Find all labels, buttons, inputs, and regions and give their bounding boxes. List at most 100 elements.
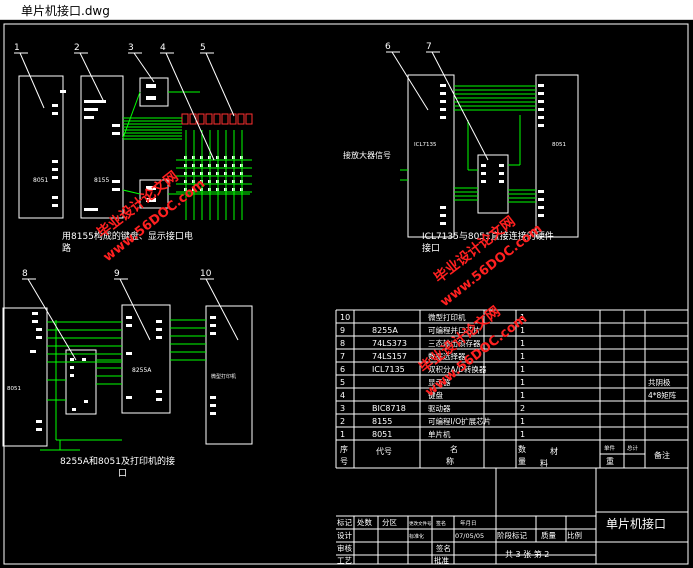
pin [538,84,544,87]
pin [499,164,504,167]
pin [52,168,58,171]
part-code: 74LS373 [372,339,407,348]
callout-number: 4 [160,43,166,53]
part-name: 三态输出锁存器 [428,338,481,348]
display-digit [205,113,213,125]
pin [36,420,42,423]
hdr-total: 总计 [627,444,639,452]
pin [84,100,106,103]
display-digit [181,113,189,125]
part-seq: 7 [340,352,345,361]
pin [126,396,132,399]
pin [52,196,58,199]
part-code: ICL7135 [372,365,405,374]
tb-date: 年月日 [460,519,477,527]
callout-leader [205,52,235,117]
callout-leader [19,52,45,109]
part-seq: 1 [340,430,345,439]
part-seq: 4 [340,391,345,400]
wires-top-right [400,85,536,203]
pin [210,316,216,319]
pin [538,108,544,111]
pin [84,116,94,119]
part-qty: 1 [520,339,525,348]
tb-sheets: 共 3 张 第 2 [505,549,549,559]
wires-bottom-left [40,319,206,451]
tb-standardize: 标准化 [409,533,424,540]
pin [210,404,216,407]
part-name: 微型打印机 [428,312,466,322]
hdr-qty-2: 量 [518,457,526,466]
chip-8051-b [535,74,579,238]
hdr-name-2: 称 [446,456,454,466]
drawing-viewport[interactable]: 8051 8155 ICL7135 8051 接放大器信号 8051 8255A… [0,20,693,568]
pin [538,214,544,217]
pin [481,172,486,175]
callout-number: 10 [200,269,212,279]
part-qty: 1 [520,365,525,374]
pin [210,324,216,327]
part-qty: 1 [520,352,525,361]
chip-8155-label: 8155 [94,177,109,184]
chip-8051-a-label: 8051 [33,177,48,184]
caption-top-right-2: 接口 [422,242,440,254]
hdr-note: 备注 [654,450,670,460]
callout-leader [165,52,215,161]
chip-74ls157 [477,154,509,214]
caption-top-left-2: 路 [62,242,71,254]
part-qty: 1 [520,417,525,426]
pin [481,180,486,183]
drawing-title: 单片机接口 [606,516,666,531]
hdr-material: 材 [550,446,558,456]
display-digit [221,113,229,125]
pin [210,332,216,335]
pins-top-right [440,84,544,225]
hdr-qty: 数 [518,444,526,454]
wires-top-left [122,91,252,220]
callout-leader [431,51,489,161]
part-code: 8155 [372,417,392,426]
hdr-weight: 重 [606,456,614,466]
caption-top-left-1: 用8155构成的键盘、显示接口电 [62,230,193,242]
pin [538,206,544,209]
pin [538,124,544,127]
part-name: 单片机 [428,429,451,439]
callout-number: 2 [74,43,80,53]
pin [36,428,42,431]
part-qty: 1 [520,378,525,387]
pin [440,108,446,111]
hdr-code: 代号 [376,446,392,456]
part-name: 数据选择器 [428,351,466,361]
pin [84,400,88,403]
tb-stage-mark: 阶段标记 [497,530,527,540]
display-digit [245,113,253,125]
pin [72,408,76,411]
tb-sign2: 签名 [436,543,451,553]
pin [440,116,446,119]
pin [52,104,58,107]
pin [82,358,86,361]
parts-list-table [335,309,689,469]
caption-top-right-1: ICL7135与8051直接连接的硬件 [422,230,554,242]
pin [112,124,120,127]
pin [32,312,38,315]
callout-number: 9 [114,269,120,279]
tb-change-doc: 更改文件号 [409,520,432,527]
chip-8155 [80,75,124,219]
pin [440,214,446,217]
part-seq: 5 [340,378,345,387]
chip-74ls373 [65,349,97,415]
part-code: 8051 [372,430,392,439]
callout-number: 1 [14,43,20,53]
pin [538,190,544,193]
chip-icl7135-label: ICL7135 [414,142,437,148]
display-digit [213,113,221,125]
pin [52,176,58,179]
cad-canvas[interactable]: 8051 8155 ICL7135 8051 接放大器信号 8051 8255A… [0,20,693,568]
part-name: 可编程并口芯片 [428,325,481,335]
pin [126,324,132,327]
pins-top-left [52,84,156,211]
pin [156,320,162,323]
